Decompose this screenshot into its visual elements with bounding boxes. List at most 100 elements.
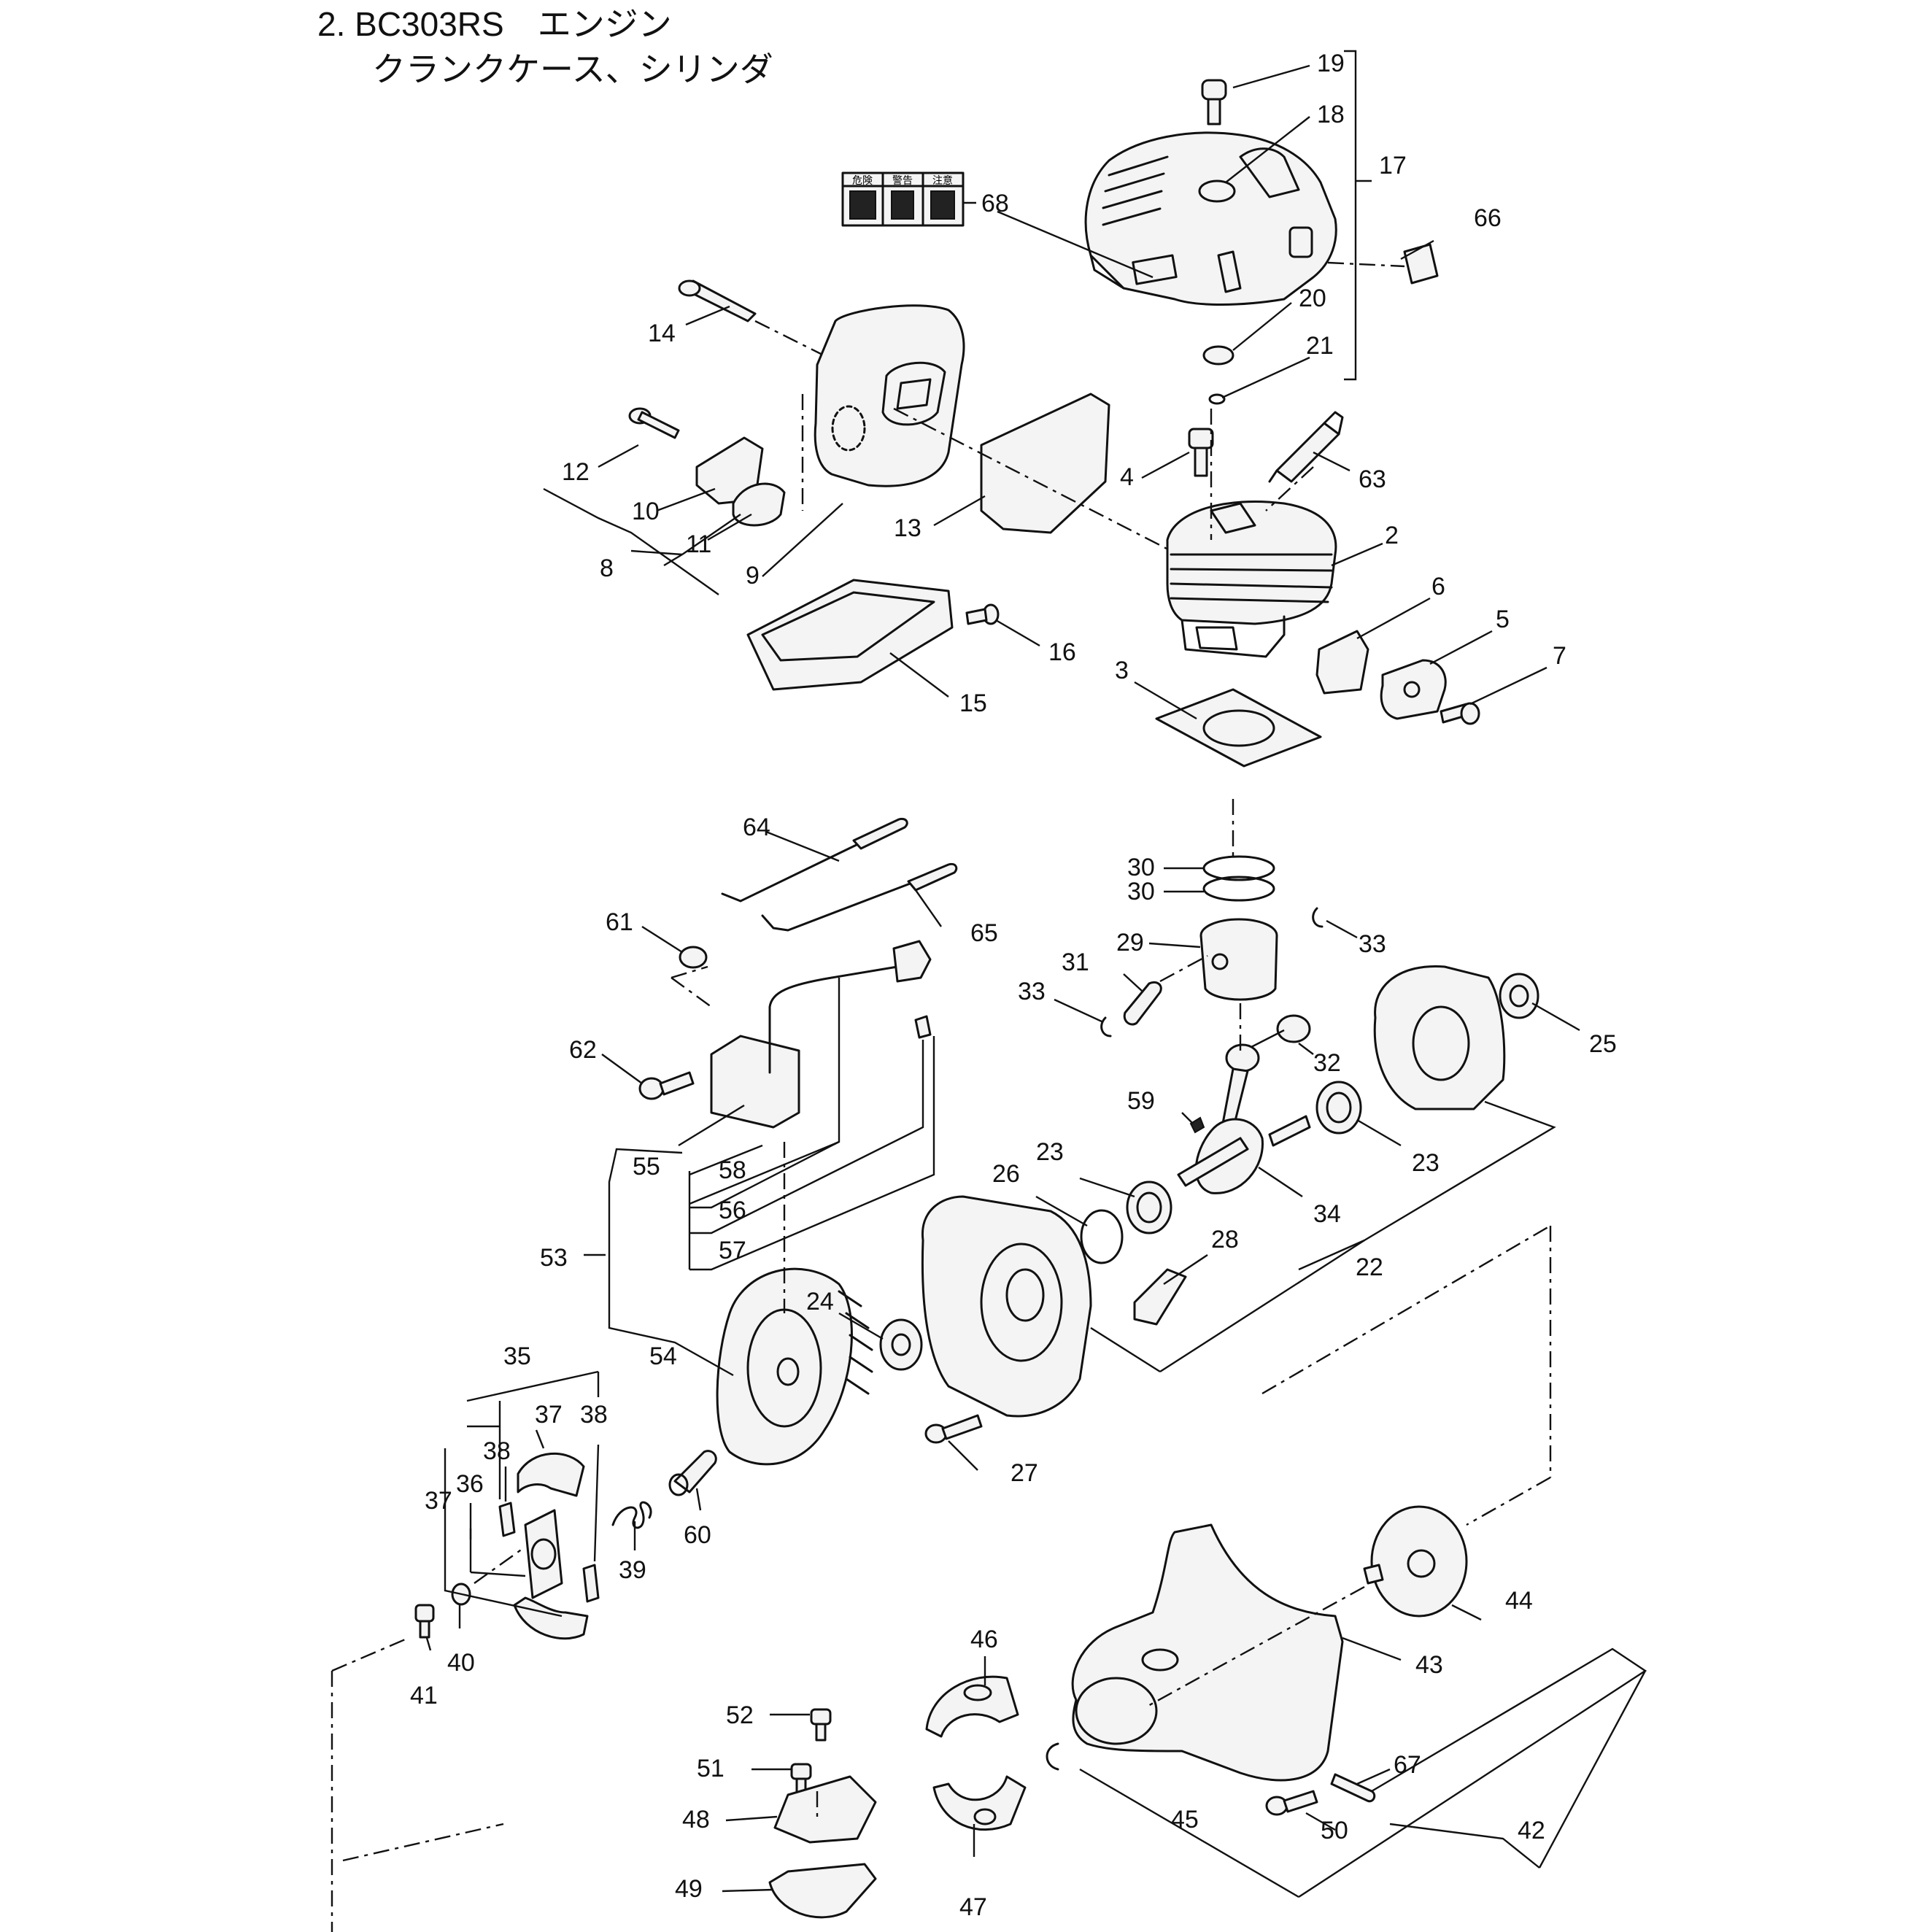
label-38-left: 38 <box>483 1437 511 1465</box>
label-37-lower: 37 <box>425 1487 452 1515</box>
part-63-spark-plug <box>1268 411 1344 483</box>
label-21: 21 <box>1306 332 1334 360</box>
label-16: 16 <box>1048 638 1076 666</box>
part-20-grommet <box>1202 345 1234 366</box>
label-60: 60 <box>684 1521 711 1549</box>
label-68: 68 <box>981 190 1009 217</box>
part-66-clip <box>1403 243 1439 285</box>
label-25: 25 <box>1589 1030 1617 1058</box>
part-34-crankshaft <box>1177 1043 1311 1194</box>
part-54-flywheel <box>716 1267 873 1466</box>
part-12-bolt <box>628 407 680 439</box>
label-41: 41 <box>410 1682 438 1709</box>
part-number-labels: 19 18 17 68 66 20 21 14 12 10 11 8 9 13 … <box>410 50 1617 1921</box>
label-58: 58 <box>719 1156 746 1184</box>
label-6: 6 <box>1431 573 1445 600</box>
part-23-bearing-right <box>1315 1081 1362 1135</box>
label-29: 29 <box>1116 929 1144 957</box>
part-28-reed <box>1133 1268 1187 1326</box>
label-23-left: 23 <box>1036 1138 1064 1166</box>
part-32-needle-bearing <box>1276 1014 1311 1043</box>
part-47-clamp-lower <box>932 1775 1027 1831</box>
label-24: 24 <box>806 1288 834 1315</box>
part-17-engine-cover <box>1084 131 1337 306</box>
label-2: 2 <box>1385 522 1399 549</box>
part-33-circlip-left <box>1100 1016 1112 1038</box>
part-58-plug-cap <box>914 1015 932 1039</box>
label-44: 44 <box>1505 1587 1533 1615</box>
label-11: 11 <box>686 530 711 558</box>
label-53: 53 <box>540 1244 568 1272</box>
part-38-spring-lower <box>582 1564 600 1603</box>
part-26-snap-ring <box>1080 1209 1124 1264</box>
part-21-clip <box>1208 393 1226 405</box>
label-31: 31 <box>1062 948 1089 976</box>
label-header-warning: 警告 <box>892 174 913 186</box>
part-38-spring-upper <box>498 1502 516 1537</box>
part-6-gasket <box>1315 630 1369 695</box>
part-13-heat-shield <box>980 393 1110 534</box>
label-17: 17 <box>1379 152 1407 179</box>
title-parts-line: クランクケース、シリンダ <box>372 50 773 88</box>
label-67: 67 <box>1394 1751 1421 1779</box>
label-12: 12 <box>562 458 590 486</box>
part-24-oil-seal <box>879 1318 923 1371</box>
label-45: 45 <box>1171 1806 1199 1834</box>
label-20: 20 <box>1299 285 1326 312</box>
part-25-oil-seal <box>1499 973 1539 1019</box>
label-header-caution: 注意 <box>932 174 953 186</box>
part-68-warning-label: 危険 警告 注意 <box>841 171 965 227</box>
part-60-clutch-boss <box>668 1450 717 1496</box>
part-64-stop-wire <box>721 817 908 903</box>
label-42: 42 <box>1518 1817 1545 1844</box>
label-23-right: 23 <box>1412 1149 1440 1177</box>
label-7: 7 <box>1553 642 1566 670</box>
label-33-right: 33 <box>1359 930 1386 958</box>
label-3: 3 <box>1115 657 1129 684</box>
label-10: 10 <box>632 498 660 525</box>
part-45-circlip <box>1046 1742 1059 1771</box>
part-48-holder-upper <box>773 1775 877 1844</box>
label-65: 65 <box>970 919 998 947</box>
label-43: 43 <box>1415 1651 1443 1679</box>
label-37-upper: 37 <box>535 1401 563 1429</box>
label-33-left: 33 <box>1018 978 1046 1005</box>
label-8: 8 <box>600 555 614 582</box>
label-35: 35 <box>503 1342 531 1370</box>
part-14-bolt <box>678 279 757 322</box>
part-5-insulator <box>1380 659 1447 720</box>
label-61: 61 <box>606 908 633 936</box>
label-30-lower: 30 <box>1127 878 1155 905</box>
label-5: 5 <box>1496 606 1510 633</box>
part-37-clutch-shoe-upper <box>517 1452 585 1497</box>
label-47: 47 <box>959 1893 987 1921</box>
part-43-clutch-case <box>1071 1523 1344 1782</box>
leader-lines <box>331 50 1647 1932</box>
part-16-bolt <box>965 603 1000 625</box>
part-41-bolt <box>414 1604 435 1639</box>
part-2-cylinder <box>1166 501 1337 658</box>
part-65-stop-wire <box>761 862 958 932</box>
part-44-clutch-drum <box>1363 1505 1468 1618</box>
part-7-bolt <box>1440 702 1480 725</box>
label-49: 49 <box>675 1875 703 1903</box>
diagram-title: 2. BC303RS エンジン クランクケース、シリンダ <box>317 1 773 92</box>
label-15: 15 <box>959 689 987 717</box>
label-34: 34 <box>1313 1200 1341 1228</box>
label-header-danger: 危険 <box>852 174 873 186</box>
part-37-clutch-shoe-lower <box>513 1596 589 1640</box>
label-48: 48 <box>682 1806 710 1834</box>
label-30-upper: 30 <box>1127 854 1155 881</box>
label-14: 14 <box>648 320 676 347</box>
part-29-piston <box>1199 918 1278 1001</box>
label-19: 19 <box>1317 50 1345 77</box>
label-32: 32 <box>1313 1049 1341 1077</box>
label-59: 59 <box>1127 1087 1155 1115</box>
label-13: 13 <box>894 514 921 542</box>
label-40: 40 <box>447 1649 475 1677</box>
label-55: 55 <box>633 1153 660 1181</box>
label-22: 22 <box>1356 1253 1383 1281</box>
part-22-crankcase-left <box>921 1195 1092 1418</box>
part-9-muffler <box>814 304 965 487</box>
